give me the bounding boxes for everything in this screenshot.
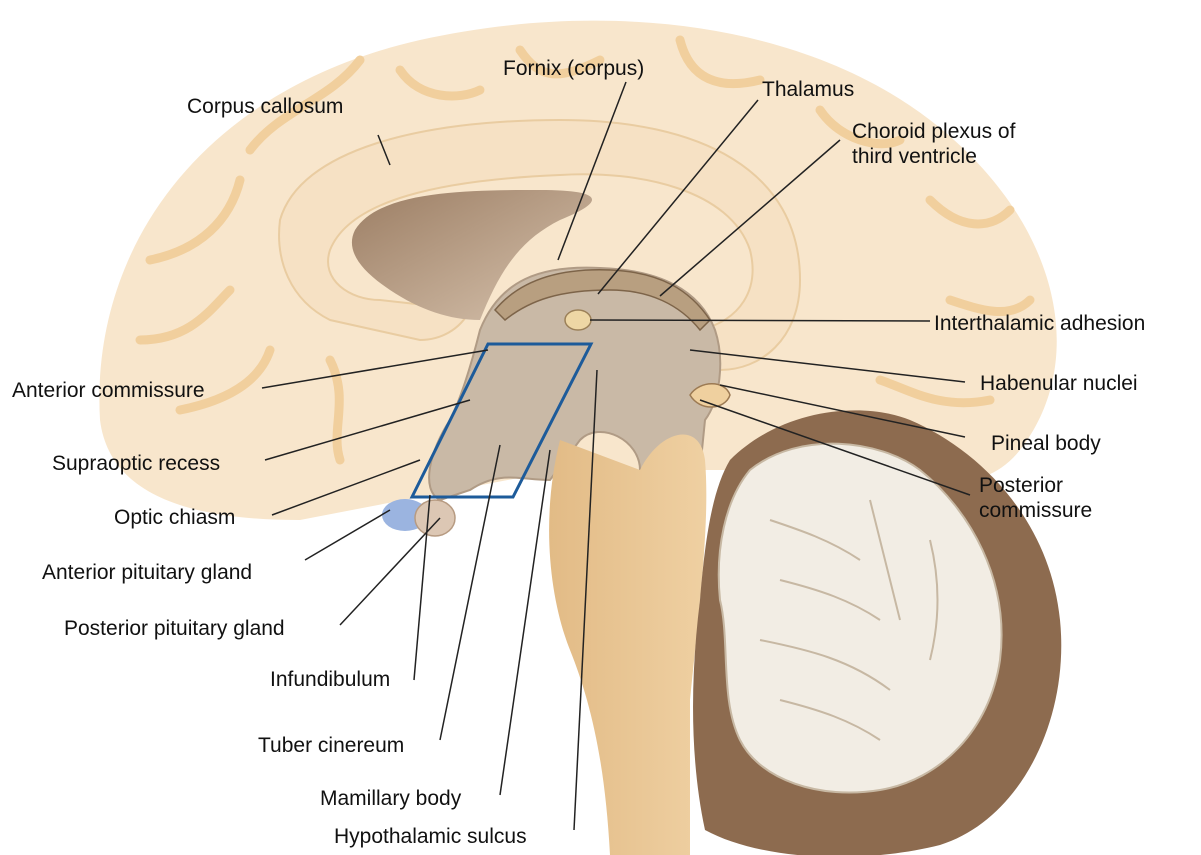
label-anterior-commissure: Anterior commissure bbox=[12, 378, 205, 403]
label-tuber-cinereum: Tuber cinereum bbox=[258, 733, 404, 758]
label-infundibulum: Infundibulum bbox=[270, 667, 390, 692]
label-posterior-pituitary: Posterior pituitary gland bbox=[64, 616, 285, 641]
posterior-pituitary bbox=[415, 500, 455, 536]
label-habenular-nuclei: Habenular nuclei bbox=[980, 371, 1138, 396]
interthalamic-adhesion bbox=[565, 310, 591, 330]
label-choroid-plexus: Choroid plexus of third ventricle bbox=[852, 119, 1015, 169]
label-anterior-pituitary: Anterior pituitary gland bbox=[42, 560, 252, 585]
label-mamillary-body: Mamillary body bbox=[320, 786, 461, 811]
label-fornix: Fornix (corpus) bbox=[503, 56, 644, 81]
label-thalamus: Thalamus bbox=[762, 77, 854, 102]
label-corpus-callosum: Corpus callosum bbox=[187, 94, 343, 119]
label-interthalamic-adhesion: Interthalamic adhesion bbox=[934, 311, 1145, 336]
label-optic-chiasm: Optic chiasm bbox=[114, 505, 235, 530]
label-posterior-commissure: Posterior commissure bbox=[979, 473, 1092, 523]
label-hypothalamic-sulcus: Hypothalamic sulcus bbox=[334, 824, 527, 849]
label-pineal-body: Pineal body bbox=[991, 431, 1101, 456]
brainstem bbox=[549, 435, 706, 855]
label-supraoptic-recess: Supraoptic recess bbox=[52, 451, 220, 476]
